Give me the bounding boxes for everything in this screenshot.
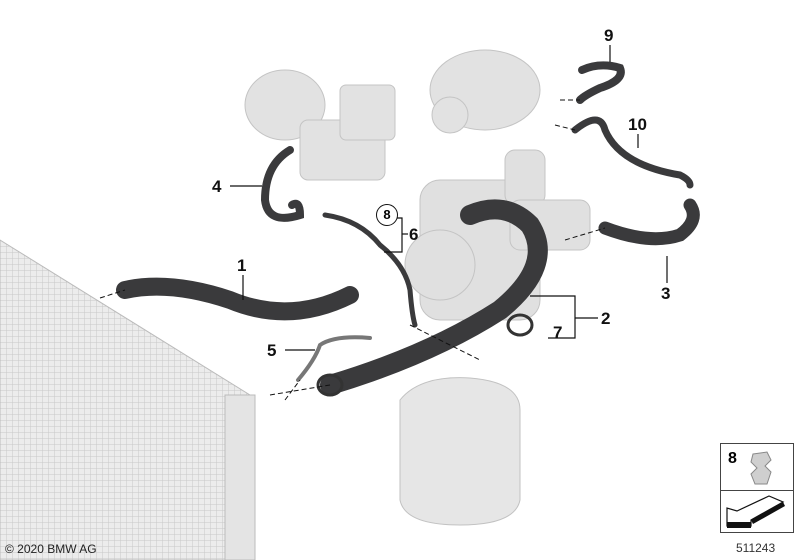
hose-9: [576, 61, 625, 104]
expansion-tank: [399, 377, 521, 526]
alternator: [429, 49, 541, 134]
clip-part-icon: [750, 451, 772, 485]
radiator-tank: [224, 394, 256, 560]
callout-1[interactable]: 1: [237, 256, 247, 275]
inset-legend: 8: [720, 443, 794, 533]
arrow-direction-icon: [726, 495, 785, 528]
hose-2: [320, 199, 548, 395]
hose-5: [296, 335, 372, 382]
egr-cooler: [244, 69, 396, 181]
callout-5[interactable]: 5: [267, 341, 277, 360]
callout-4[interactable]: 4: [212, 177, 222, 196]
hose-1: [116, 277, 359, 321]
callout-2[interactable]: 2: [601, 309, 611, 328]
radiator: [0, 239, 251, 560]
hose-clamp: [506, 313, 534, 337]
callout-3[interactable]: 3: [661, 284, 671, 303]
callout-8[interactable]: 8: [376, 204, 398, 226]
hose-6: [322, 212, 418, 328]
inset-divider: [721, 490, 793, 491]
callout-6[interactable]: 6: [409, 225, 419, 244]
hose-3: [598, 198, 700, 246]
inset-label: 8: [728, 450, 737, 467]
callout-10[interactable]: 10: [628, 115, 647, 134]
hose-4: [260, 146, 305, 222]
water-pump-housing: [404, 149, 591, 321]
copyright: © 2020 BMW AG: [5, 542, 97, 556]
callout-9[interactable]: 9: [604, 26, 614, 45]
hose-clamp: [316, 373, 344, 397]
diagram-number: 511243: [736, 541, 776, 555]
hose-10: [571, 116, 694, 189]
callout-7[interactable]: 7: [553, 323, 563, 342]
